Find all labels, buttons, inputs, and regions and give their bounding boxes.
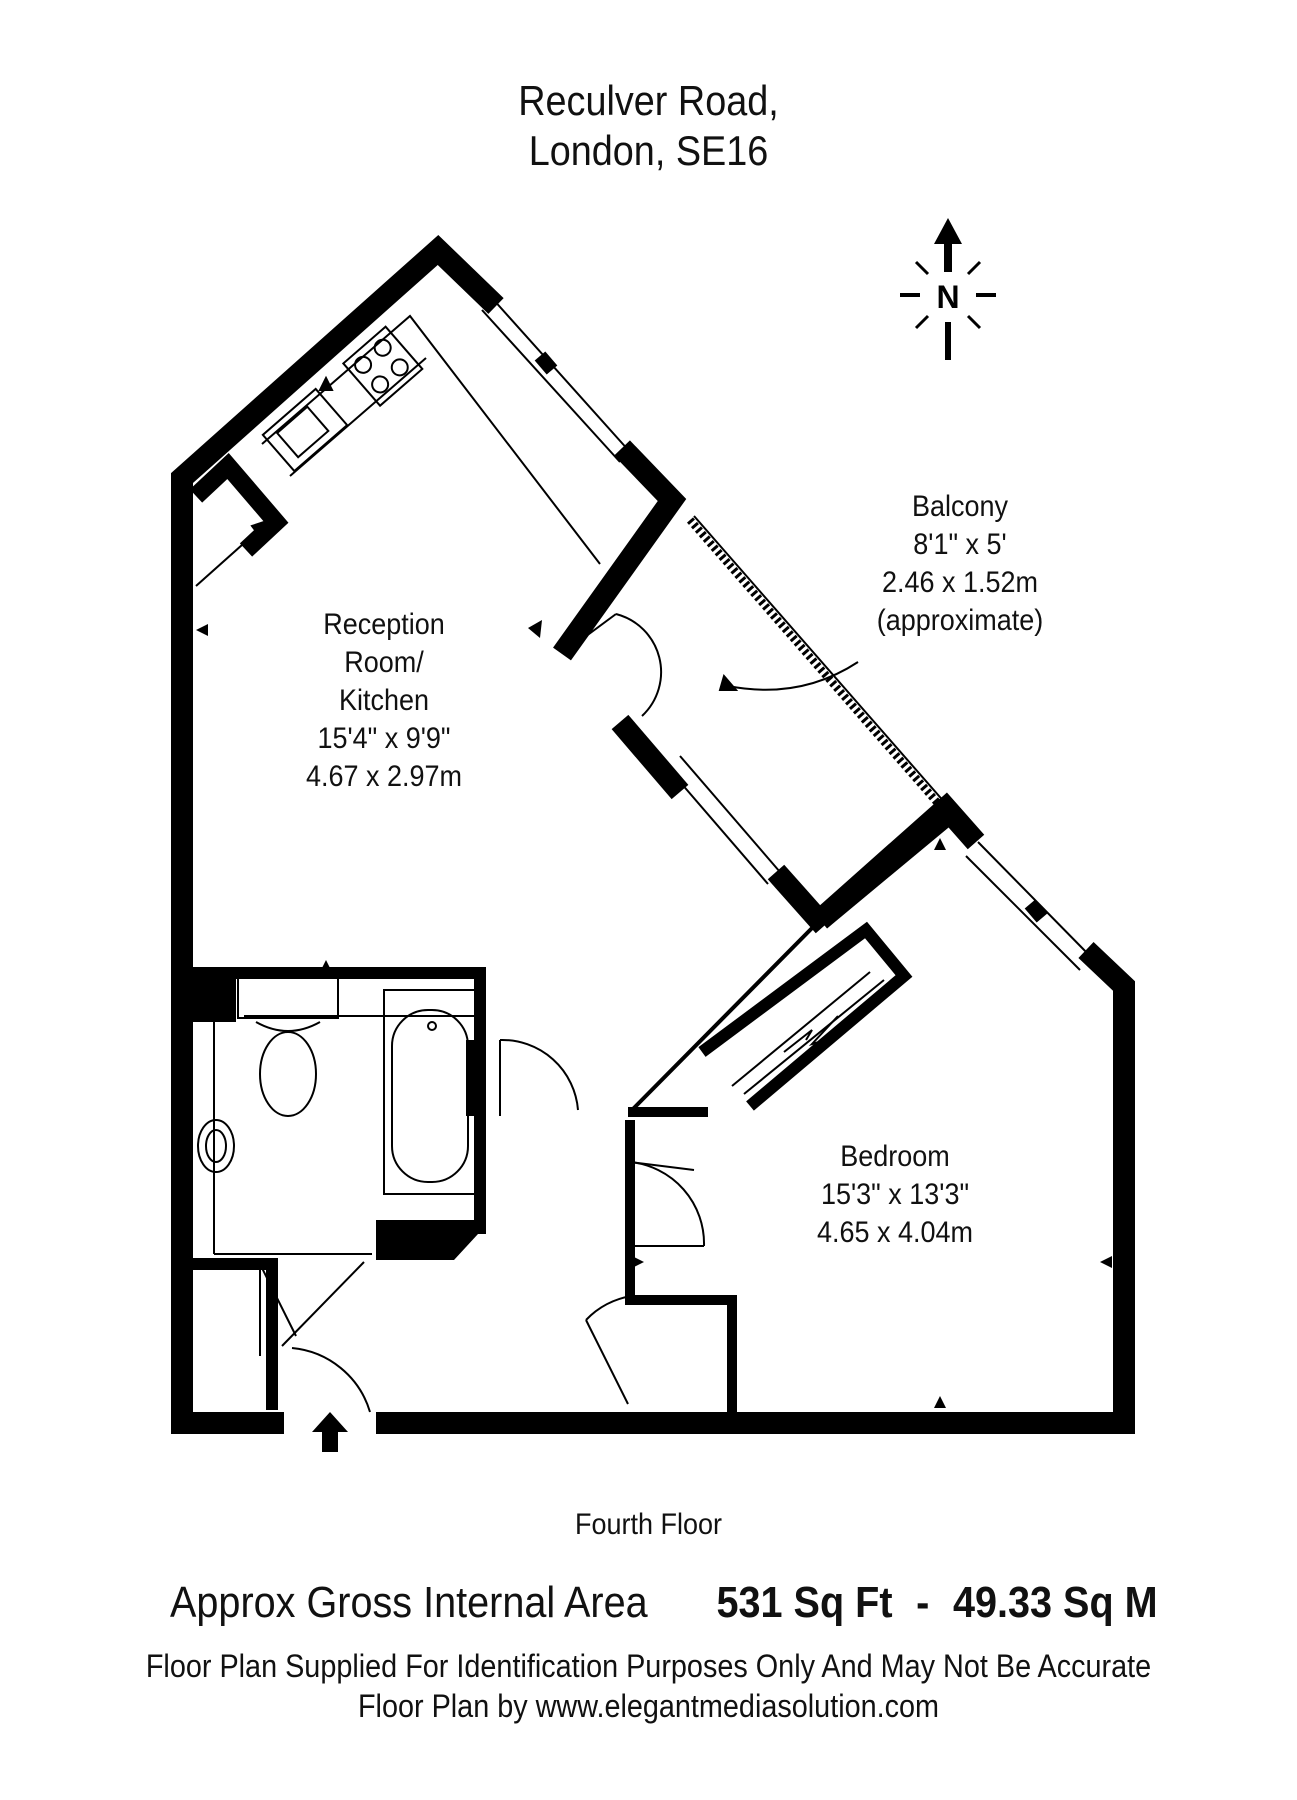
address-title: Reculver Road, London, SE16 [65,76,1232,176]
area-sqft: 531 Sq Ft [716,1578,893,1627]
toilet-icon [259,1031,317,1117]
gross-internal-area: Approx Gross Internal Area 531 Sq Ft - 4… [170,1578,1158,1628]
balcony-walls [611,714,958,934]
compass-label: N [936,279,959,315]
disclaimer-line-1: Floor Plan Supplied For Identification P… [145,1648,1152,1684]
balcony-note: (approximate) [876,604,1044,637]
bedroom-imperial: 15'3" x 13'3" [820,1178,970,1211]
windows [481,297,1093,971]
balcony-railing [686,515,947,811]
address-line-2: London, SE16 [528,127,769,174]
bedroom-name: Bedroom [840,1140,950,1173]
cistern-icon [237,977,339,1019]
disclaimer: Floor Plan Supplied For Identification P… [65,1646,1232,1726]
reception-label: Reception Room/ Kitchen 15'4" x 9'9" 4.6… [285,606,483,796]
wall-kitchen-return [553,440,687,661]
outer-walls [171,235,1135,1434]
radiator-markers [196,620,1112,1408]
balcony-imperial: 8'1" x 5' [913,528,1007,561]
reception-name-line-2: Room/ [344,646,424,679]
bedroom-label: Bedroom 15'3" x 13'3" 4.65 x 4.04m [792,1138,999,1252]
area-separator: - [916,1578,930,1627]
reception-metric: 4.67 x 2.97m [305,760,463,793]
area-sqm: 49.33 Sq M [952,1578,1158,1627]
address-line-1: Reculver Road, [518,77,779,124]
area-label: Approx Gross Internal Area [170,1578,648,1627]
bathroom [182,960,579,1260]
hallway [182,1107,737,1452]
balcony-label: Balcony 8'1" x 5' 2.46 x 1.52m (approxim… [852,488,1068,640]
disclaimer-line-2: Floor Plan by www.elegantmediasolution.c… [357,1688,940,1724]
balcony-name: Balcony [911,490,1009,523]
kitchen-units [189,314,601,587]
basin-icon [197,1119,235,1173]
hob-icon [341,325,424,408]
wall-east [1078,942,1135,1434]
sink-icon [261,387,349,473]
floor-label: Fourth Floor [574,1508,723,1541]
wall-north-west [171,235,504,1434]
balcony-metric: 2.46 x 1.52m [881,566,1039,599]
bath-icon [383,989,477,1195]
wardrobe [628,918,913,1114]
reception-name-line-3: Kitchen [338,684,430,717]
entrance-arrow-icon [312,1412,348,1452]
reception-name-line-1: Reception [323,608,445,641]
reception-imperial: 15'4" x 9'9" [317,722,451,755]
compass-icon: N [900,218,996,360]
balcony-door [569,613,859,717]
bedroom-metric: 4.65 x 4.04m [816,1216,974,1249]
